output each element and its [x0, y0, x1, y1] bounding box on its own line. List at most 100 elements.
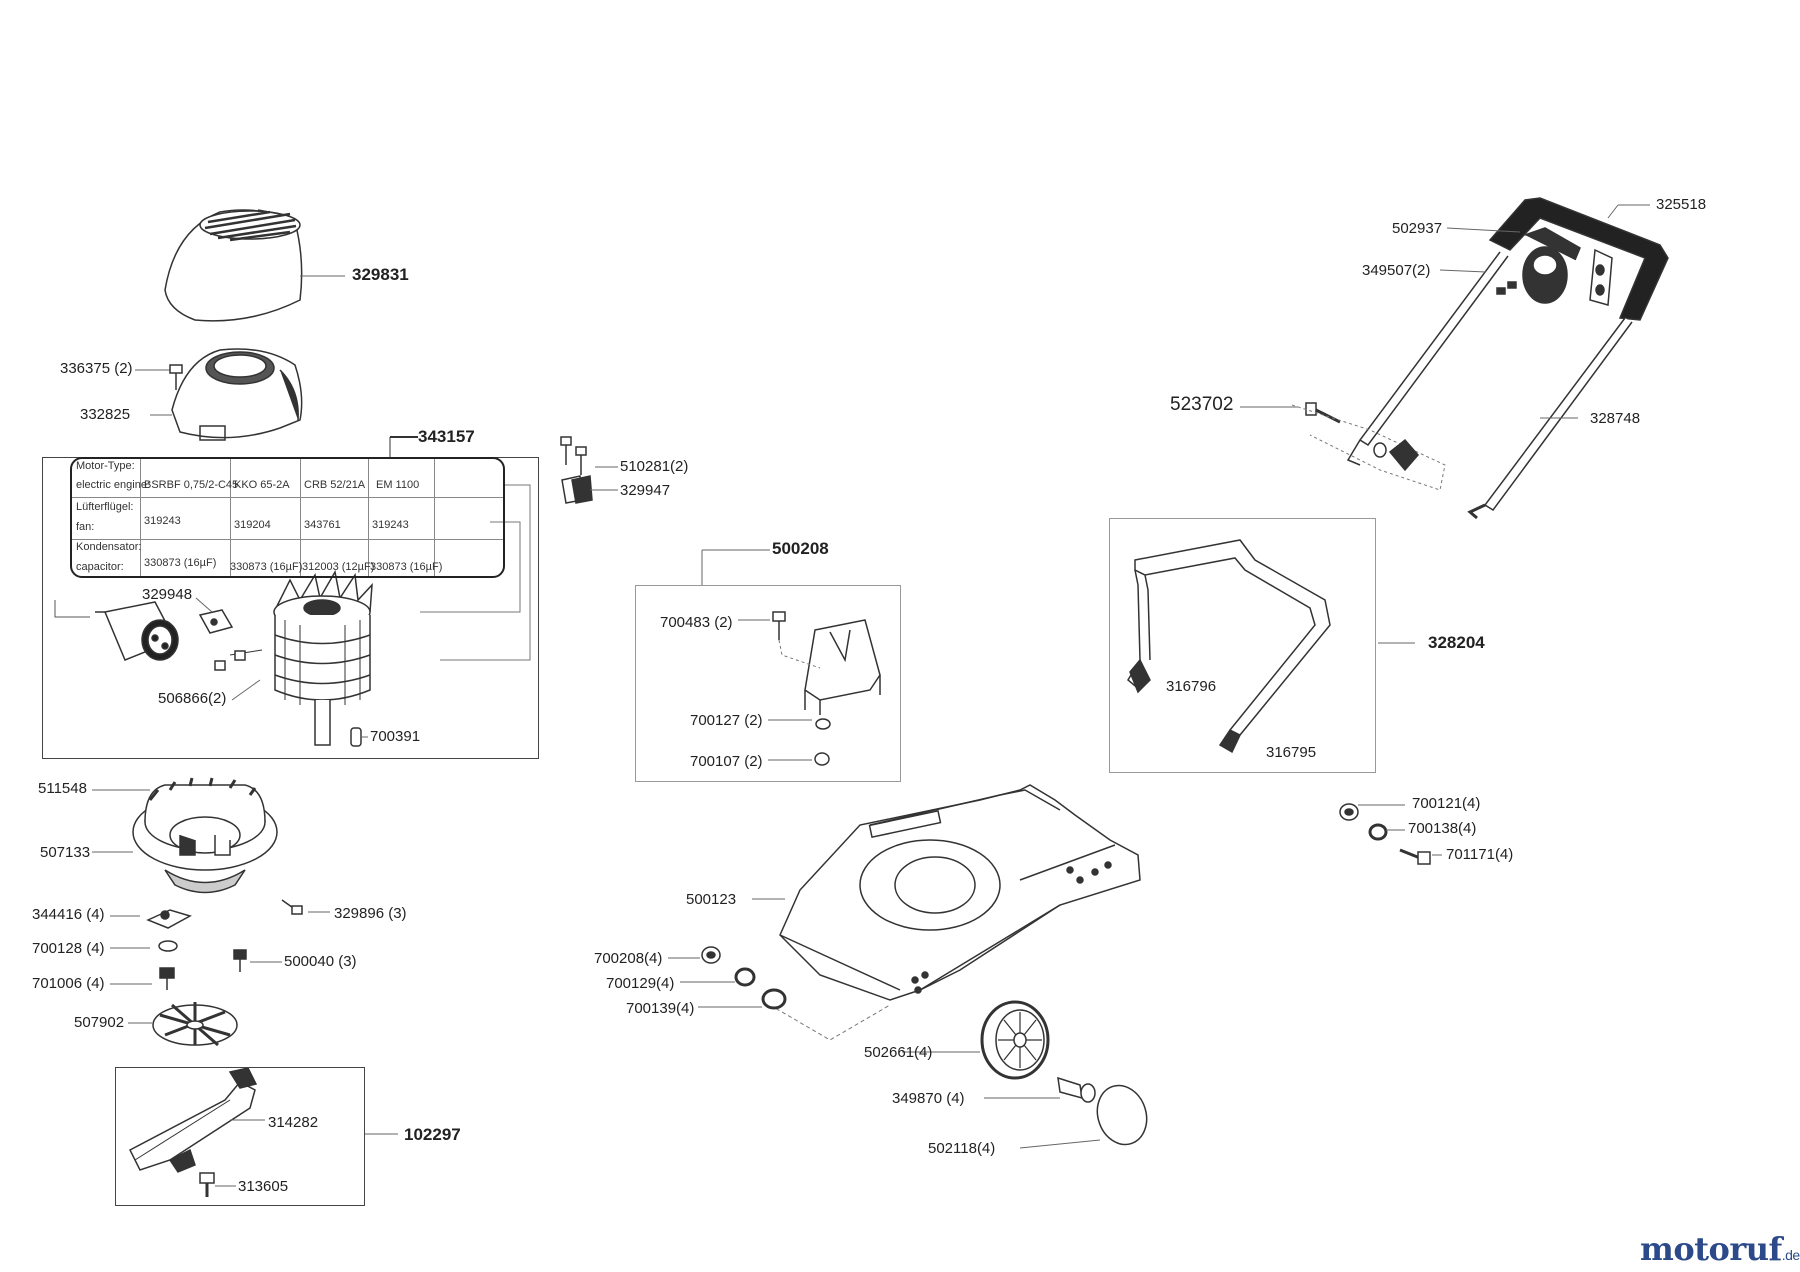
clip-329947: [561, 475, 593, 504]
row-label-capacitor: capacitor:: [76, 561, 124, 573]
fan-507902: [152, 1002, 238, 1047]
fan-4: 319243: [372, 519, 409, 531]
label-102297: 102297: [404, 1125, 461, 1144]
bolt-313605: [199, 1172, 215, 1197]
fan-1: 319243: [144, 515, 181, 527]
label-701006: 701006 (4): [32, 975, 105, 992]
lower-handle-box: [1109, 518, 1376, 773]
blade-holder-511548: [132, 777, 278, 894]
key-700391: [350, 727, 362, 747]
label-502937: 502937: [1392, 220, 1443, 237]
row-label-engine: electric engine:: [76, 479, 150, 491]
label-700138: 700138(4): [1408, 820, 1477, 837]
capacitor-3: 312003 (12µF): [302, 561, 375, 573]
label-502661: 502661(4): [864, 1044, 933, 1061]
label-316796: 316796: [1166, 678, 1217, 695]
label-329947: 329947: [620, 482, 671, 499]
screw-500040: [233, 949, 247, 972]
label-325518: 325518: [1656, 196, 1707, 213]
knob: [1373, 438, 1419, 472]
capacitor-1: 330873 (16µF): [144, 557, 217, 569]
label-701171: 701171(4): [1446, 846, 1514, 863]
label-328204: 328204: [1428, 633, 1485, 652]
row-label-fan: fan:: [76, 521, 95, 533]
label-700107: 700107 (2): [690, 753, 763, 770]
label-500123: 500123: [686, 891, 737, 908]
nut-700121: [1339, 803, 1359, 821]
label-506866: 506866(2): [158, 690, 227, 707]
engine-2: KKO 65-2A: [234, 479, 290, 491]
label-313605: 313605: [238, 1178, 289, 1195]
bolt-701006: [159, 967, 175, 990]
logo-tld: .de: [1781, 1247, 1800, 1263]
label-700391: 700391: [370, 728, 421, 745]
label-500040: 500040 (3): [284, 953, 357, 970]
label-314282: 314282: [268, 1114, 319, 1131]
label-523702: 523702: [1170, 394, 1234, 415]
fan-3: 343761: [304, 519, 341, 531]
motoruf-logo: motoruf.de: [1640, 1230, 1800, 1268]
label-502118: 502118(4): [928, 1140, 996, 1157]
label-700483: 700483 (2): [660, 614, 733, 631]
engine-1: BSRBF 0,75/2-C45: [144, 479, 239, 491]
washer-700139: [761, 988, 787, 1010]
label-700128: 700128 (4): [32, 940, 105, 957]
nut-700208: [701, 946, 721, 964]
handle-325518: [1346, 197, 1669, 520]
row-label-capacitor-de: Kondensator:: [76, 541, 142, 553]
top-cover-329831: [164, 209, 303, 322]
bolt-701171: [1399, 848, 1431, 865]
screws-349507: [1496, 281, 1517, 295]
washer-700129: [734, 967, 756, 987]
label-349507: 349507(2): [1362, 262, 1431, 279]
lower-handle-328204: [1127, 539, 1331, 754]
label-328748: 328748: [1590, 410, 1641, 427]
label-507902: 507902: [74, 1014, 125, 1031]
electric-motor: [229, 569, 373, 746]
label-700139: 700139(4): [626, 1000, 695, 1017]
screws-510281: [560, 436, 587, 475]
label-329831: 329831: [352, 265, 409, 284]
blade-box: [115, 1067, 365, 1206]
capacitor: [54, 600, 179, 661]
motor-cover-332825: [171, 348, 303, 441]
engine-3: CRB 52/21A: [304, 479, 366, 491]
logo-name: motoruf: [1640, 1230, 1782, 1268]
clip-329948: [198, 609, 234, 634]
cap-502118: [1096, 1084, 1148, 1146]
bracket-box: [635, 585, 901, 782]
label-507133: 507133: [40, 844, 91, 861]
capacitor-2: 330873 (16µF): [230, 561, 303, 573]
label-329896: 329896 (3): [334, 905, 407, 922]
washer-700138: [1368, 823, 1388, 841]
label-510281: 510281(2): [620, 458, 689, 475]
label-700127: 700127 (2): [690, 712, 763, 729]
mower-deck-500123: [779, 784, 1141, 1001]
wheel-502661: [980, 1000, 1050, 1080]
label-511548: 511548: [38, 780, 87, 797]
label-349870: 349870 (4): [892, 1090, 965, 1107]
label-700121: 700121(4): [1412, 795, 1481, 812]
bolt-523702: [1305, 402, 1341, 424]
screw-329896: [281, 899, 303, 915]
screw-336375: [169, 364, 183, 390]
motor-spec-table: Motor-Type: electric engine: Lüfterflüge…: [70, 457, 505, 578]
blade-314282: [129, 1067, 258, 1173]
label-500208: 500208: [772, 539, 829, 558]
label-329948: 329948: [142, 586, 193, 603]
label-700208: 700208(4): [594, 950, 663, 967]
label-336375: 336375 (2): [60, 360, 133, 377]
row-label-motor: Motor-Type:: [76, 460, 135, 472]
fan-2: 319204: [234, 519, 271, 531]
clamp-344416: [146, 909, 192, 929]
bracket-500208: [804, 619, 881, 715]
engine-4: EM 1100: [376, 479, 420, 491]
label-332825: 332825: [80, 406, 131, 423]
connector-506866: [214, 650, 246, 671]
label-343157: 343157: [418, 427, 475, 446]
screw-700483: [772, 611, 786, 640]
label-316795: 316795: [1266, 744, 1317, 761]
row-label-fan-de: Lüfterflügel:: [76, 501, 134, 513]
